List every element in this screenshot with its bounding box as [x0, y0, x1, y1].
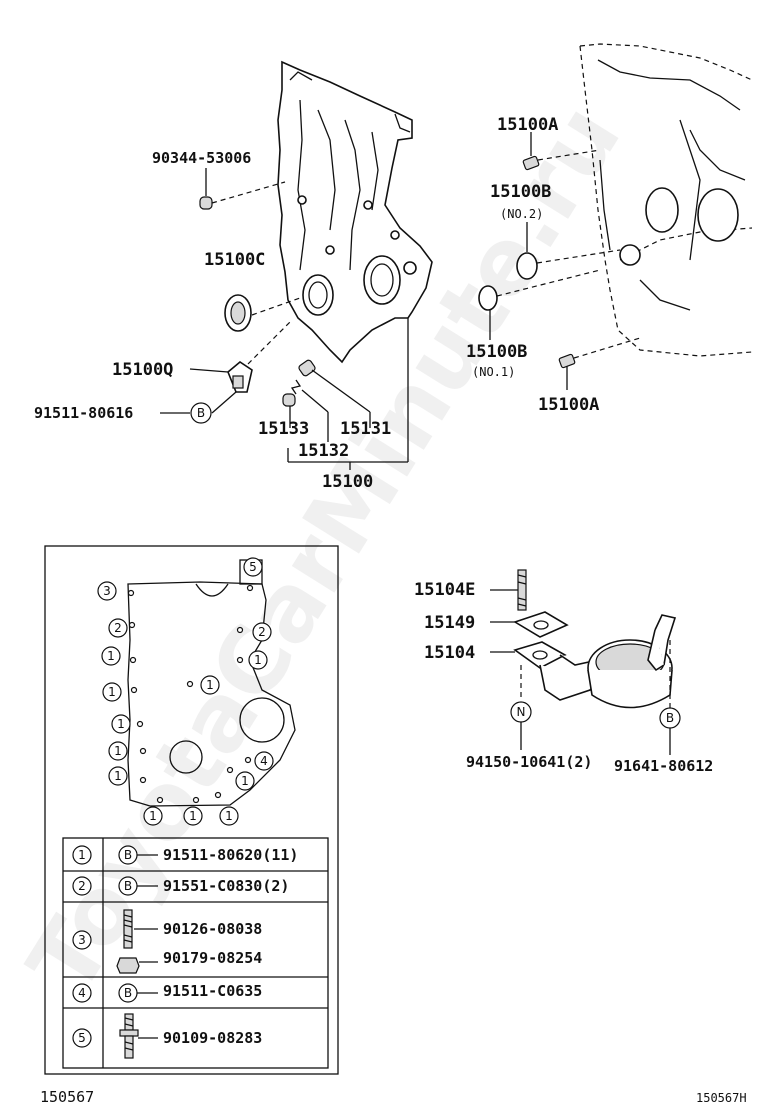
label-91641-80612: 91641-80612 — [614, 757, 713, 775]
bolt-table: 1 B 91511-80620(11) 2 B 91551-C0830(2) 3… — [62, 837, 329, 1069]
marker-1: 1 — [108, 685, 116, 699]
marker-1: 1 — [206, 678, 214, 692]
part-number: 90109-08283 — [163, 1029, 262, 1047]
label-94150-10641: 94150-10641(2) — [466, 753, 592, 771]
relief-valve-group — [282, 318, 409, 470]
part-number: 91551-C0830(2) — [163, 877, 289, 895]
footer-right-code: 150567H — [696, 1091, 747, 1105]
row-symbol: B — [124, 848, 132, 862]
row-symbol: B — [124, 879, 132, 893]
marker-5: 5 — [249, 560, 257, 574]
marker-1: 1 — [225, 809, 233, 823]
row-number-icon — [72, 983, 92, 1003]
sensor-15100q — [189, 321, 291, 414]
engine-block-outline — [579, 43, 753, 357]
label-15100c: 15100C — [204, 250, 265, 270]
label-15104: 15104 — [424, 643, 475, 663]
label-15149: 15149 — [424, 613, 475, 633]
label-15131: 15131 — [340, 419, 391, 439]
row-number-icon — [72, 930, 92, 950]
oil-seal-15100c — [224, 294, 301, 332]
row-number-icon — [72, 845, 92, 865]
gasket-bolt-panel — [44, 545, 339, 1075]
stud-bolt-flanged-icon — [119, 1013, 139, 1059]
row-number-icon — [72, 876, 92, 896]
row-number: 2 — [78, 879, 86, 893]
gasket-markers: 3 5 2 2 1 1 1 1 1 1 1 1 1 1 1 4 — [97, 557, 274, 826]
marker-1: 1 — [114, 744, 122, 758]
label-15100a-low: 15100A — [538, 395, 599, 415]
part-number: 90179-08254 — [163, 949, 262, 967]
callout-n-text: N — [517, 705, 526, 719]
label-15100a-top: 15100A — [497, 115, 558, 135]
marker-2-right: 2 — [258, 625, 266, 639]
label-91511-80616: 91511-80616 — [34, 404, 133, 422]
nut-icon — [116, 957, 140, 974]
label-15100b-low: 15100B — [466, 342, 527, 362]
marker-1: 1 — [107, 649, 115, 663]
gasket-outline — [127, 559, 296, 807]
dowel-15100a-top — [522, 155, 540, 171]
marker-1: 1 — [254, 653, 262, 667]
footer-left-code: 150567 — [40, 1088, 94, 1106]
timing-chain-cover — [277, 60, 433, 364]
label-15104e: 15104E — [414, 580, 475, 600]
dowel-15100a-low — [558, 353, 576, 369]
o-ring-15100b-no2 — [516, 252, 538, 280]
row-number-icon — [72, 1028, 92, 1048]
callout-b-text: B — [666, 711, 674, 725]
row-symbol: B — [124, 986, 132, 1000]
marker-1: 1 — [241, 774, 249, 788]
part-number: 91511-C0635 — [163, 982, 262, 1000]
marker-1: 1 — [149, 809, 157, 823]
plug-90344 — [199, 168, 286, 210]
gasket-bolt-holes — [127, 584, 254, 804]
marker-1: 1 — [189, 809, 197, 823]
marker-3: 3 — [103, 584, 111, 598]
stud-bolt-icon — [123, 909, 133, 949]
leader-dowel-top — [537, 149, 601, 161]
label-no1: (NO.1) — [472, 365, 515, 379]
oil-strainer-assembly — [513, 569, 677, 709]
label-15100b-top: 15100B — [490, 182, 551, 202]
part-number: 91511-80620(11) — [163, 846, 298, 864]
row-number: 5 — [78, 1031, 86, 1045]
part-number: 90126-08038 — [163, 920, 262, 938]
label-90344-53006: 90344-53006 — [152, 149, 251, 167]
row-number: 4 — [78, 986, 86, 1000]
callout-b-text: B — [197, 406, 205, 420]
leader-dowel-low — [573, 337, 641, 359]
o-ring-15100b-no1 — [478, 285, 498, 311]
marker-1: 1 — [114, 769, 122, 783]
row-number: 1 — [78, 848, 86, 862]
label-15100: 15100 — [322, 472, 373, 492]
marker-2-left: 2 — [114, 621, 122, 635]
marker-4: 4 — [260, 754, 268, 768]
label-15132: 15132 — [298, 441, 349, 461]
label-15100q: 15100Q — [112, 360, 173, 380]
gasket-15149 — [513, 611, 569, 638]
label-15133: 15133 — [258, 419, 309, 439]
label-no2: (NO.2) — [500, 207, 543, 221]
row-number: 3 — [78, 933, 86, 947]
callout-b-icon — [190, 402, 212, 424]
marker-1: 1 — [117, 717, 125, 731]
